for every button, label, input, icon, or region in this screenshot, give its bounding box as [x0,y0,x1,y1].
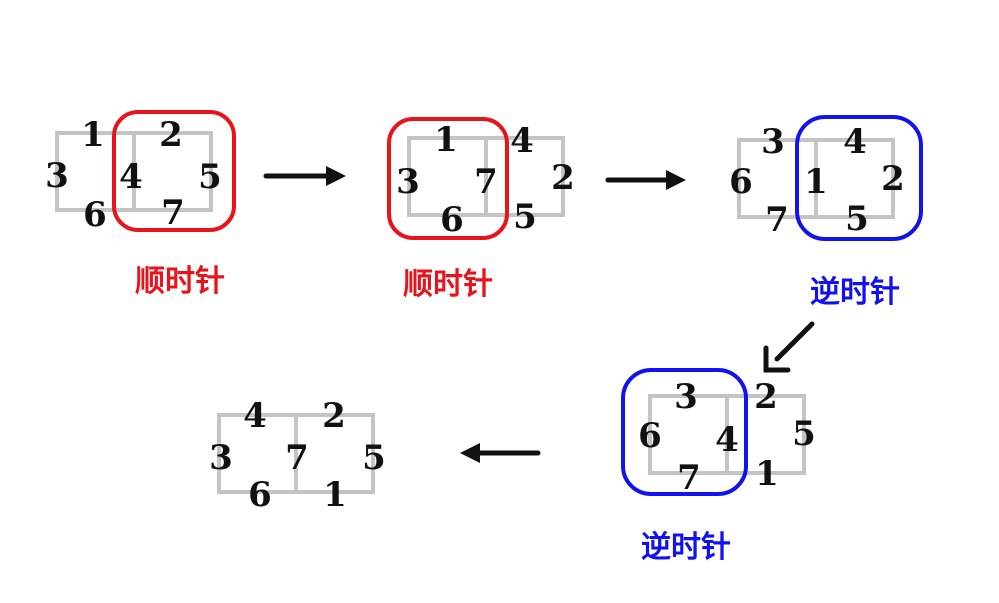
step-5-number: 4 [243,396,267,436]
arrow-down-left [763,321,815,373]
step-4-rotation-ring [621,368,748,496]
step-4-number: 3 [674,377,698,417]
step-4-number: 2 [754,377,778,417]
step-2-number: 1 [434,120,458,160]
step-2-number: 6 [440,200,464,240]
step-2-number: 7 [474,162,498,202]
step-2-rotation-ring [387,117,509,240]
step-4-number: 4 [715,420,739,460]
step-4-number: 5 [792,414,816,454]
step-5-number: 3 [209,438,233,478]
step-3-right-square [814,138,895,219]
step-1-rotation-label: 顺时针 [135,264,225,299]
step-1-number: 4 [119,157,143,197]
step-1-right-square [132,131,213,212]
step-5-right-square [294,413,375,494]
step-1-number: 5 [198,157,222,197]
step-4-number: 7 [677,458,701,498]
step-3-rotation-ring [795,115,923,241]
step-5-number: 7 [285,438,309,478]
step-4: 3 6 7 4 2 5 1 逆时针 [621,368,816,565]
step-3-number: 2 [881,159,905,199]
arrow-right-1 [263,166,346,186]
step-5: 4 3 6 7 2 5 1 [209,396,386,515]
step-1-number: 1 [81,115,105,155]
step-3-number: 6 [729,162,753,202]
step-1-rotation-ring [112,110,236,232]
step-2: 1 3 6 7 4 2 5 顺时针 [387,117,575,302]
step-1-number: 6 [83,195,107,235]
step-3-number: 1 [804,162,828,202]
step-3-rotation-label: 逆时针 [810,275,900,310]
step-2-right-square [484,136,565,217]
step-4-rotation-label: 逆时针 [641,530,731,565]
step-3-number: 3 [761,122,785,162]
step-5-number: 6 [248,475,272,515]
step-1: 1 3 6 2 4 5 7 顺时针 [45,110,236,299]
step-4-right-square [725,394,806,475]
step-5-number: 2 [322,396,346,436]
step-1-number: 7 [161,193,185,233]
step-3-number: 7 [765,200,789,240]
step-5-number: 1 [323,475,347,515]
step-5-number: 5 [362,438,386,478]
step-3-number: 5 [845,199,869,239]
arrow-right-2 [605,170,686,190]
step-4-number: 1 [755,454,779,494]
arrow-left [460,443,541,463]
step-2-number: 2 [551,158,575,198]
step-2-rotation-label: 顺时针 [403,267,493,302]
step-1-number: 2 [159,115,183,155]
step-2-number: 4 [510,121,534,161]
step-3-number: 4 [843,122,867,162]
step-2-number: 3 [396,162,420,202]
step-1-number: 3 [45,156,69,196]
step-3: 3 6 7 4 1 2 5 逆时针 [729,115,923,310]
step-2-number: 5 [513,197,537,237]
step-4-number: 6 [638,416,662,456]
